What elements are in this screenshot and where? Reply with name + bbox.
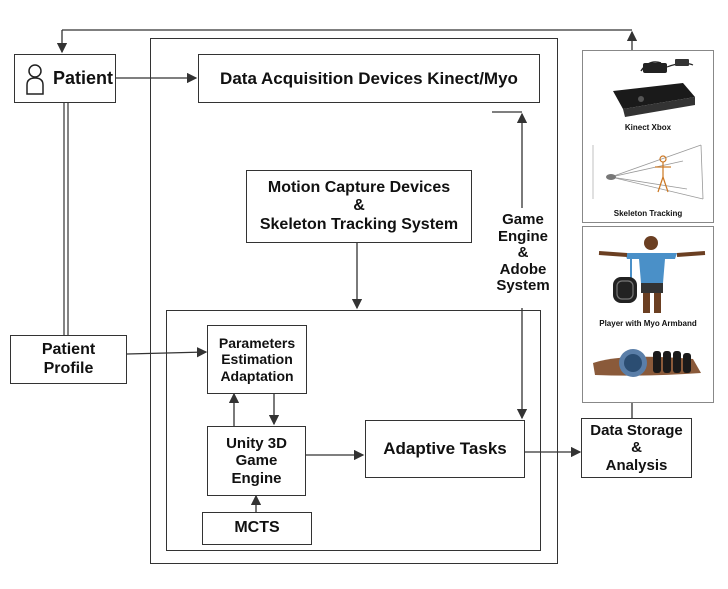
motion-capture-node: Motion Capture Devices & Skeleton Tracki… (246, 170, 472, 243)
player-image (598, 236, 706, 313)
parameters-node: Parameters Estimation Adaptation (207, 325, 307, 394)
kinect-device-image (613, 59, 695, 117)
data-storage-node: Data Storage & Analysis (581, 418, 692, 478)
myo-caption: Player with Myo Armband (599, 319, 697, 328)
patient-node: Patient (14, 54, 116, 103)
data-storage-label: Data Storage & Analysis (590, 422, 683, 474)
mcts-label: MCTS (234, 519, 280, 537)
parameters-label: Parameters Estimation Adaptation (218, 335, 296, 384)
skeleton-tracking-image (592, 144, 704, 200)
data-acquisition-label: Data Acquisition Devices Kinect/Myo (220, 68, 518, 88)
myo-image-panel: Player with Myo Armband (582, 226, 714, 403)
mcts-node: MCTS (202, 512, 312, 545)
motion-capture-label: Motion Capture Devices & Skeleton Tracki… (259, 178, 459, 233)
data-acquisition-node: Data Acquisition Devices Kinect/Myo (198, 54, 540, 103)
patient-profile-label: Patient Profile (41, 341, 96, 377)
skeleton-caption: Skeleton Tracking (613, 209, 683, 218)
adaptive-tasks-node: Adaptive Tasks (365, 420, 525, 478)
adaptive-tasks-label: Adaptive Tasks (383, 439, 507, 459)
kinect-caption: Kinect Xbox (624, 123, 672, 132)
myo-armband-image (593, 349, 701, 377)
game-engine-label: Game Engine & Adobe System (494, 211, 552, 295)
top-loop-connector (56, 29, 638, 54)
patient-label: Patient (53, 68, 114, 89)
person-icon (26, 63, 44, 95)
kinect-image-panel: Kinect Xbox Skeleton Tracking (582, 50, 714, 223)
unity-node: Unity 3D Game Engine (207, 426, 306, 496)
unity-label: Unity 3D Game Engine (226, 435, 287, 487)
game-engine-connector (492, 111, 528, 420)
inner-processing-frame (166, 310, 541, 551)
patient-to-profile-connector (63, 103, 69, 335)
main-system-frame (150, 38, 558, 564)
patient-profile-node: Patient Profile (10, 335, 127, 384)
